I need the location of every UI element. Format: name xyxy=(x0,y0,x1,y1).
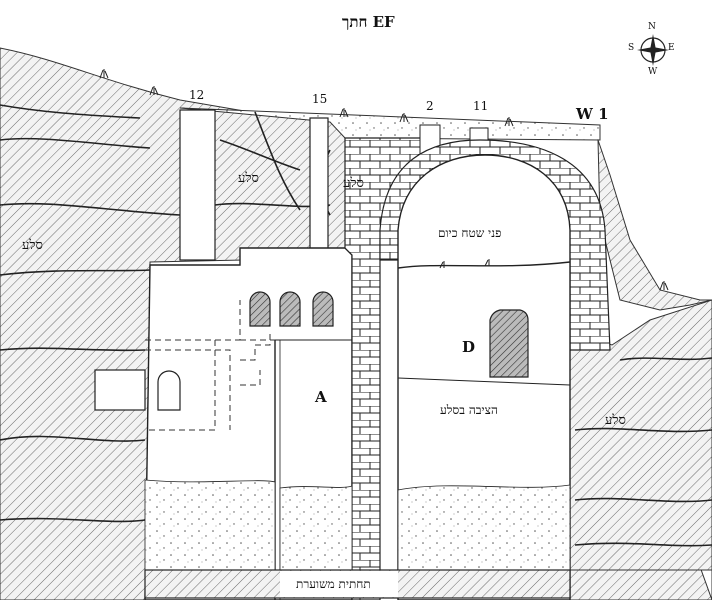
current-surface-label: פני שטח כיום xyxy=(438,226,502,240)
shaft-15-label: 15 xyxy=(312,92,328,106)
bedrock-label: תחתית משוערת xyxy=(296,577,371,591)
fill-bottom-a xyxy=(144,479,276,571)
fill-bottom-a2 xyxy=(279,485,353,571)
compass-w: W xyxy=(648,67,658,77)
window-2 xyxy=(279,291,301,327)
shaft-2-label: 2 xyxy=(426,99,434,113)
reconstruction-lines xyxy=(145,300,275,431)
compass-e: E xyxy=(668,43,675,53)
compass-s: S xyxy=(628,43,635,53)
room-a-label: A xyxy=(315,388,327,406)
shaft-12 xyxy=(179,109,216,261)
room-d-label: D xyxy=(462,338,476,356)
wall-w1-label: W 1 xyxy=(576,105,609,123)
grass-tufts xyxy=(99,69,669,291)
niche-d xyxy=(489,309,529,378)
rock-label-left: סלע xyxy=(22,238,43,253)
compass-n: N xyxy=(648,22,656,32)
shaft-15 xyxy=(309,117,329,254)
rock-label-mid: סלע xyxy=(238,171,259,186)
window-1 xyxy=(249,291,271,327)
rock-label-right-top: סלע xyxy=(343,176,364,191)
compass-icon xyxy=(637,34,669,66)
rock-label-right: סלע xyxy=(605,413,626,428)
surface-line xyxy=(397,261,571,269)
diagram-title: חתך EF xyxy=(342,13,395,31)
side-opening xyxy=(94,369,146,411)
rock-cut-label: הציבה בסלע xyxy=(440,403,498,417)
fill-bottom-d xyxy=(397,484,571,571)
shaft-11-label: 11 xyxy=(473,99,489,113)
niche-small xyxy=(157,370,181,411)
window-3 xyxy=(312,291,334,327)
shaft-12-label: 12 xyxy=(189,88,205,102)
